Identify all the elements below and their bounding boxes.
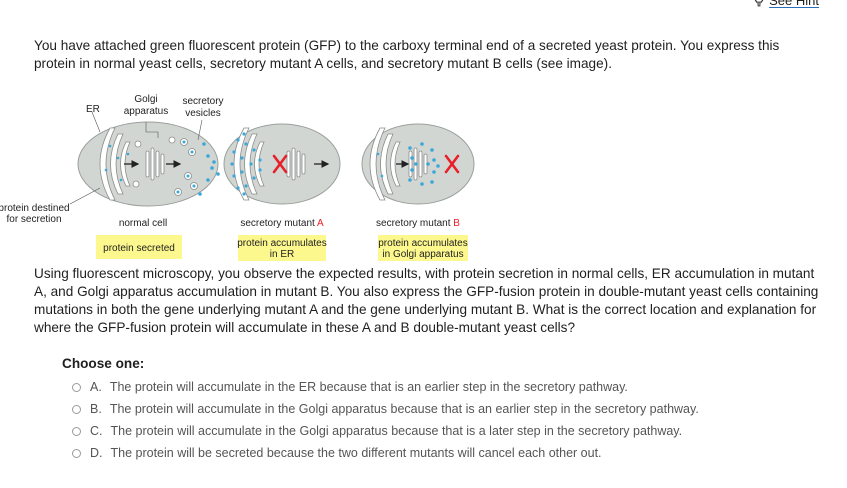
option-text: The protein will be secreted because the… <box>110 446 602 460</box>
mutant-a-cell-diagram <box>223 123 341 205</box>
result-box-mutant-b <box>378 235 468 261</box>
option-c[interactable]: C. The protein will accumulate in the Go… <box>72 420 699 442</box>
er-label: ER <box>86 104 100 115</box>
normal-cell-diagram <box>77 121 220 207</box>
option-letter: B. <box>90 402 102 416</box>
lightbulb-icon <box>755 0 764 6</box>
choose-one-label: Choose one: <box>62 356 145 371</box>
option-d[interactable]: D. The protein will be secreted because … <box>72 442 699 464</box>
intro-paragraph: You have attached green fluorescent prot… <box>34 38 780 71</box>
result-mutant-a-line1: protein accumulates <box>237 238 327 249</box>
cell-title-normal: normal cell <box>119 218 167 229</box>
vesicles-label-line2: vesicles <box>185 108 221 119</box>
option-text: The protein will accumulate in the ER be… <box>109 380 628 394</box>
radio-icon[interactable] <box>72 448 81 458</box>
option-letter: C. <box>90 424 103 438</box>
see-hint-link[interactable]: See Hint <box>754 0 819 8</box>
answer-options: A. The protein will accumulate in the ER… <box>72 376 699 464</box>
result-mutant-b-line2: in Golgi apparatus <box>382 249 463 260</box>
option-a[interactable]: A. The protein will accumulate in the ER… <box>72 376 699 398</box>
cell-title-mutant-a: secretory mutant A <box>240 218 324 229</box>
option-letter: A. <box>90 380 102 394</box>
protein-label-line2: for secretion <box>6 214 61 225</box>
golgi-label-line1: Golgi <box>134 94 157 105</box>
mutant-b-cell-diagram <box>361 123 475 205</box>
radio-icon[interactable] <box>72 426 81 436</box>
option-text: The protein will accumulate in the Golgi… <box>110 424 683 438</box>
result-box-mutant-a <box>238 235 326 261</box>
radio-icon[interactable] <box>72 382 81 392</box>
cell-title-mutant-b: secretory mutant B <box>376 218 460 229</box>
result-mutant-b-line1: protein accumulates <box>378 238 468 249</box>
option-text: The protein will accumulate in the Golgi… <box>109 402 699 416</box>
question-paragraph: Using fluorescent microscopy, you observ… <box>34 266 819 335</box>
radio-icon[interactable] <box>72 404 81 414</box>
result-mutant-a-line2: in ER <box>270 249 294 260</box>
hint-label: See Hint <box>769 0 819 8</box>
result-box-normal <box>96 235 182 259</box>
option-letter: D. <box>90 446 103 460</box>
option-b[interactable]: B. The protein will accumulate in the Go… <box>72 398 699 420</box>
vesicles-label-line1: secretory <box>182 96 223 107</box>
result-normal: protein secreted <box>103 243 175 254</box>
secretion-figure: ER Golgi apparatus secretory vesicles pr… <box>0 92 490 264</box>
protein-label-line1: protein destined <box>0 203 70 214</box>
figure-drawing: ER Golgi apparatus secretory vesicles pr… <box>0 94 475 261</box>
golgi-label-line2: apparatus <box>124 106 168 117</box>
